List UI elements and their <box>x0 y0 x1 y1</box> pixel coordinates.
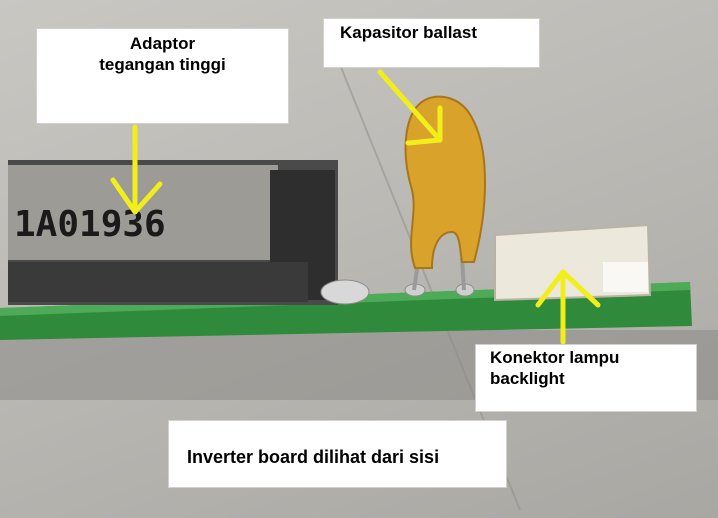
transformer-label-plate <box>8 165 278 260</box>
caption-text: Inverter board dilihat dari sisi <box>187 447 440 467</box>
connector-highlight <box>603 262 648 292</box>
label-kapasitor: Kapasitor ballast <box>323 18 540 68</box>
label-adaptor-line1: Adaptor <box>129 34 196 53</box>
arrow-adaptor <box>110 124 163 215</box>
transformer-base <box>8 262 308 302</box>
label-adaptor: Adaptor tegangan tinggi <box>36 28 289 124</box>
label-kapasitor-text: Kapasitor ballast <box>340 23 477 42</box>
label-konektor: Konektor lampu backlight <box>475 344 697 412</box>
label-konektor-line2: backlight <box>490 369 565 388</box>
arrow-kapasitor <box>377 69 443 146</box>
chip-marking: 1A01936 <box>14 204 166 245</box>
arrow-konektor <box>535 269 601 345</box>
capacitor-lead <box>460 257 466 291</box>
solder-joint <box>320 279 370 305</box>
label-adaptor-line2: tegangan tinggi <box>99 55 226 74</box>
label-konektor-line1: Konektor lampu <box>490 348 620 367</box>
capacitor-body <box>404 95 486 269</box>
caption-box: Inverter board dilihat dari sisi <box>168 420 507 488</box>
